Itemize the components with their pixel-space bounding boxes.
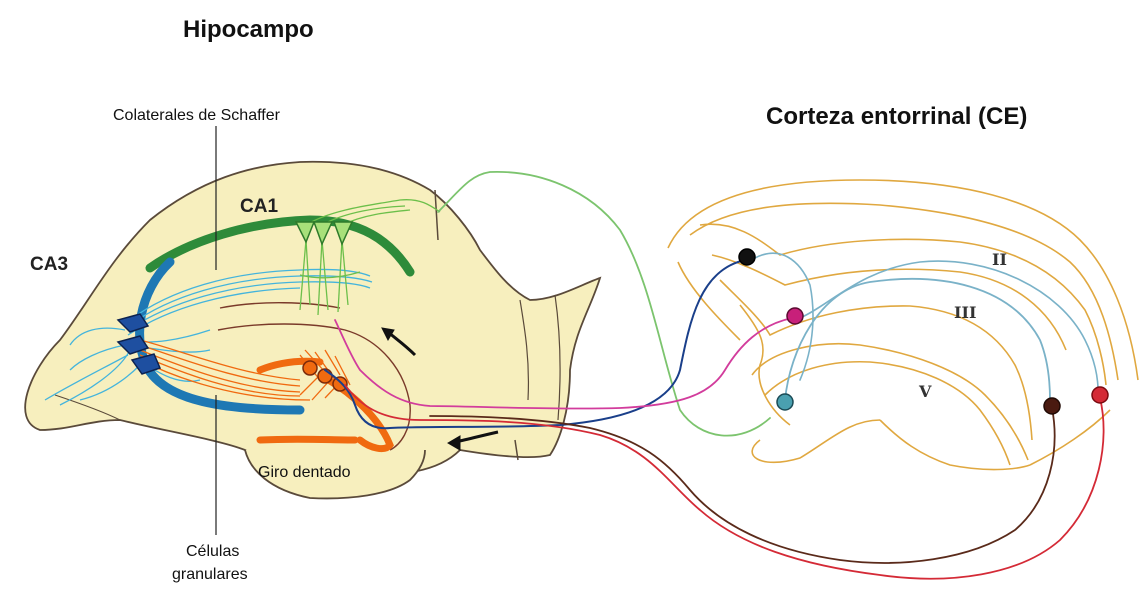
layer-ii-label: II (992, 250, 1007, 269)
ca1-label: CA1 (240, 196, 278, 218)
granule-cell (333, 377, 347, 391)
ca3-label: CA3 (30, 254, 68, 276)
entorhinal-cortex-layers (668, 180, 1138, 470)
entorhinal-cortex-title: Corteza entorrinal (CE) (766, 103, 1027, 131)
lightblue-pathway-1 (785, 279, 1050, 400)
granule-cells-label-line2: granulares (172, 566, 248, 584)
granule-cell (303, 361, 317, 375)
layer-iii-neuron (787, 308, 803, 324)
hippocampus-body (25, 162, 600, 499)
layer-iii-label: III (954, 303, 976, 322)
deep-layer-neuron (1044, 398, 1060, 414)
layer-v-neuron (777, 394, 793, 410)
dentate-gyrus-label: Giro dentado (258, 464, 351, 482)
schaffer-collaterals-label: Colaterales de Schaffer (113, 107, 280, 125)
layer-v-label: V (919, 382, 931, 401)
hippocampus-title: Hipocampo (183, 16, 314, 44)
deep-layer-neuron-red (1092, 387, 1108, 403)
layer-ii-neuron (739, 249, 755, 265)
granule-cells-label-line1: Células (186, 543, 239, 561)
